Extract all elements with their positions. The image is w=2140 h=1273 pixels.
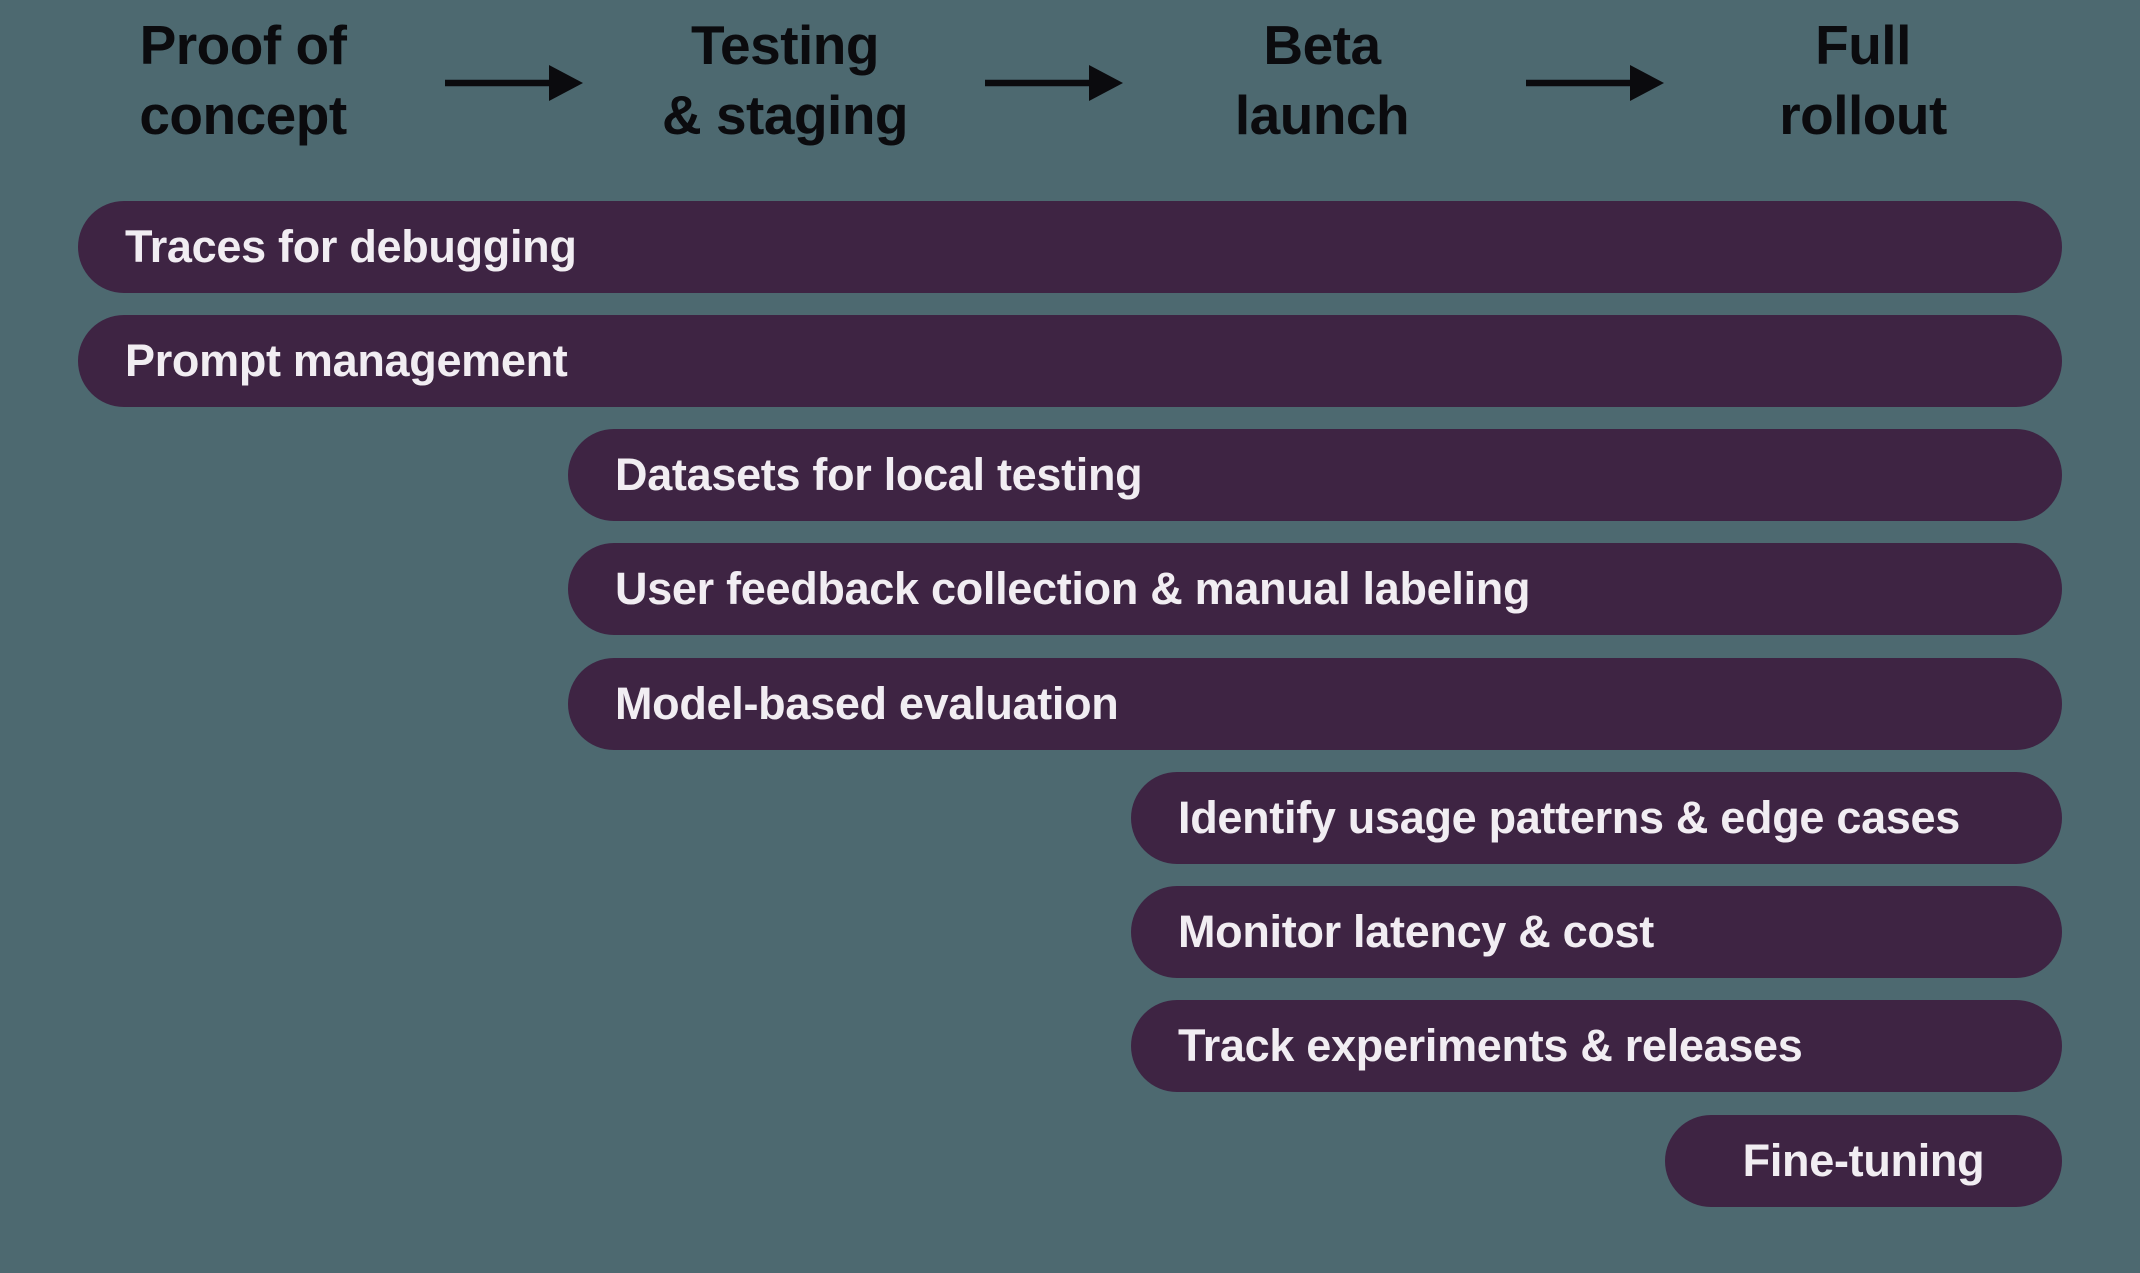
- stage-heading-beta-launch: Beta launch: [1112, 10, 1532, 150]
- capability-bar-traces-for-debugging: Traces for debugging: [78, 201, 2062, 293]
- stage-heading-line: concept: [139, 84, 347, 146]
- capability-bar-track-experiments-releases: Track experiments & releases: [1131, 1000, 2062, 1092]
- stage-heading-full-rollout: Full rollout: [1653, 10, 2073, 150]
- flow-arrow-icon: [445, 65, 583, 101]
- stage-heading-line: rollout: [1779, 84, 1947, 146]
- stage-heading-testing-staging: Testing & staging: [575, 10, 995, 150]
- bar-label: Fine-tuning: [1742, 1135, 1985, 1186]
- capability-bar-model-based-evaluation: Model-based evaluation: [568, 658, 2062, 750]
- capability-bar-fine-tuning: Fine-tuning: [1665, 1115, 2062, 1207]
- bar-label: Track experiments & releases: [1178, 1020, 1803, 1071]
- stage-heading-line: Testing: [691, 14, 879, 76]
- capability-bar-identify-usage-patterns: Identify usage patterns & edge cases: [1131, 772, 2062, 864]
- stage-heading-line: & staging: [661, 84, 909, 146]
- capability-bar-monitor-latency-cost: Monitor latency & cost: [1131, 886, 2062, 978]
- bar-label: Identify usage patterns & edge cases: [1178, 792, 1960, 843]
- capability-bar-prompt-management: Prompt management: [78, 315, 2062, 407]
- bar-label: Traces for debugging: [125, 221, 577, 272]
- bar-label: Datasets for local testing: [615, 449, 1143, 500]
- bar-label: Prompt management: [125, 335, 568, 386]
- stage-heading-line: Proof of: [139, 14, 347, 76]
- bar-label: Monitor latency & cost: [1178, 906, 1654, 957]
- capability-bar-datasets-for-local-testing: Datasets for local testing: [568, 429, 2062, 521]
- stage-heading-line: Beta: [1263, 14, 1381, 76]
- flow-arrow-icon: [1526, 65, 1664, 101]
- stage-heading-line: Full: [1815, 14, 1911, 76]
- capability-bar-user-feedback-collection: User feedback collection & manual labeli…: [568, 543, 2062, 635]
- flow-arrow-icon: [985, 65, 1123, 101]
- bar-label: User feedback collection & manual labeli…: [615, 563, 1531, 614]
- bar-label: Model-based evaluation: [615, 678, 1119, 729]
- stage-heading-proof-of-concept: Proof of concept: [33, 10, 453, 150]
- stage-heading-line: launch: [1234, 84, 1410, 146]
